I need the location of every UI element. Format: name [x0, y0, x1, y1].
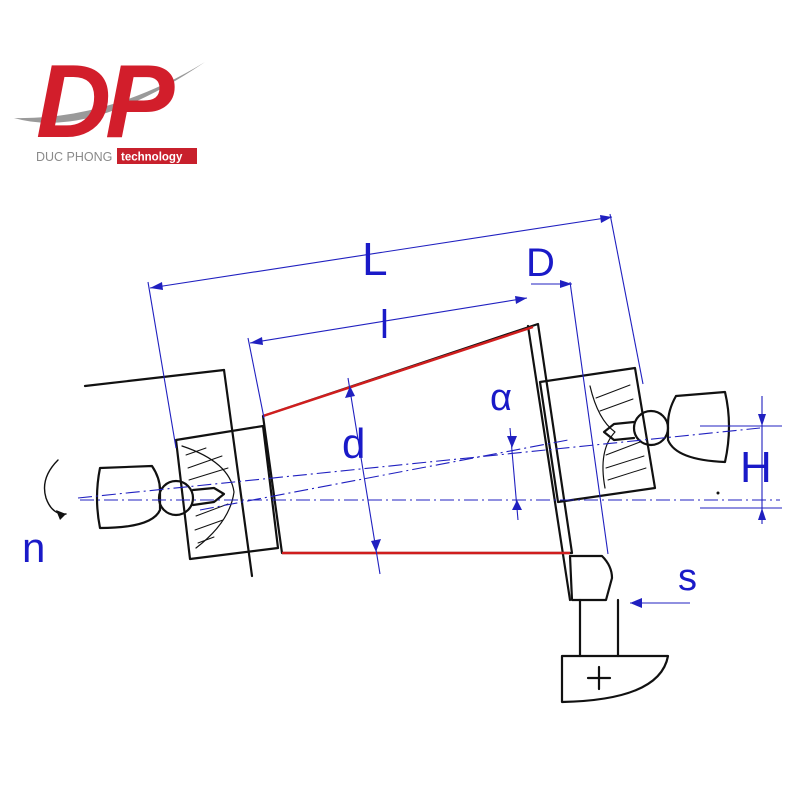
- logo-company-name: DUC PHONG: [36, 150, 112, 164]
- label-alpha: α: [490, 377, 512, 419]
- rotation-arrow-n: [43, 459, 67, 515]
- workpiece-body: [261, 322, 574, 555]
- label-l: l: [380, 303, 389, 347]
- rotation-arrow-head: [56, 510, 66, 520]
- dim-L-line: [149, 216, 613, 289]
- label-s: s: [678, 557, 697, 599]
- arrow-alpha-bottom: [512, 500, 522, 510]
- label-L: L: [362, 233, 388, 285]
- dimension-labels: L D l α d H n s: [22, 233, 772, 599]
- arrow-L-right: [600, 215, 612, 223]
- right-center-block: [538, 366, 657, 504]
- arrow-H-bottom: [758, 508, 766, 520]
- arrow-l-right: [515, 296, 527, 304]
- left-center-slant-top: [83, 368, 226, 388]
- left-hatch-lines: [185, 447, 229, 544]
- label-d: d: [342, 420, 365, 467]
- taper-lines: [262, 325, 570, 555]
- company-logo: DP DUC PHONG technology: [14, 44, 205, 164]
- arrow-D-right: [560, 280, 572, 288]
- left-center-block: [174, 424, 280, 561]
- dim-l-line: [249, 297, 528, 344]
- right-hatch-lines: [595, 384, 647, 481]
- arrow-d-bottom: [371, 539, 381, 552]
- dimension-lines: [77, 213, 782, 604]
- dim-L-ext-left: [147, 281, 177, 449]
- logo-tagline-bg: [117, 148, 197, 164]
- dim-D-ext: [569, 281, 609, 555]
- left-center-block-front: [222, 368, 254, 578]
- workpiece-right-face: [526, 324, 572, 602]
- centerline-axis: [77, 427, 761, 499]
- arrow-L-left: [150, 282, 163, 290]
- arrow-d-top: [345, 386, 355, 398]
- label-n: n: [22, 524, 45, 571]
- left-center-cone-hatch: [181, 445, 235, 549]
- logo-tagline: technology: [121, 152, 183, 164]
- arrow-l-left: [250, 337, 263, 345]
- arrow-H-top: [758, 414, 766, 426]
- right-knob: [602, 390, 731, 464]
- cutting-tool: [560, 554, 670, 704]
- right-center-cone-hatch: [589, 385, 616, 489]
- dimension-arrowheads: [150, 215, 766, 608]
- arrow-s: [630, 598, 642, 608]
- dim-l-ext-left: [247, 337, 265, 419]
- left-knob: [95, 464, 226, 530]
- dot-marker: [716, 491, 720, 495]
- machine-outlines: [43, 322, 731, 704]
- logo-swoosh: [14, 62, 205, 123]
- label-D: D: [526, 241, 555, 285]
- taper-upper-edge: [262, 325, 534, 418]
- logo-letters: DP: [36, 44, 175, 160]
- label-H: H: [740, 443, 772, 492]
- centerline-workpiece: [199, 439, 569, 511]
- arrow-alpha-top: [507, 436, 517, 448]
- dim-L-ext-right: [609, 213, 644, 385]
